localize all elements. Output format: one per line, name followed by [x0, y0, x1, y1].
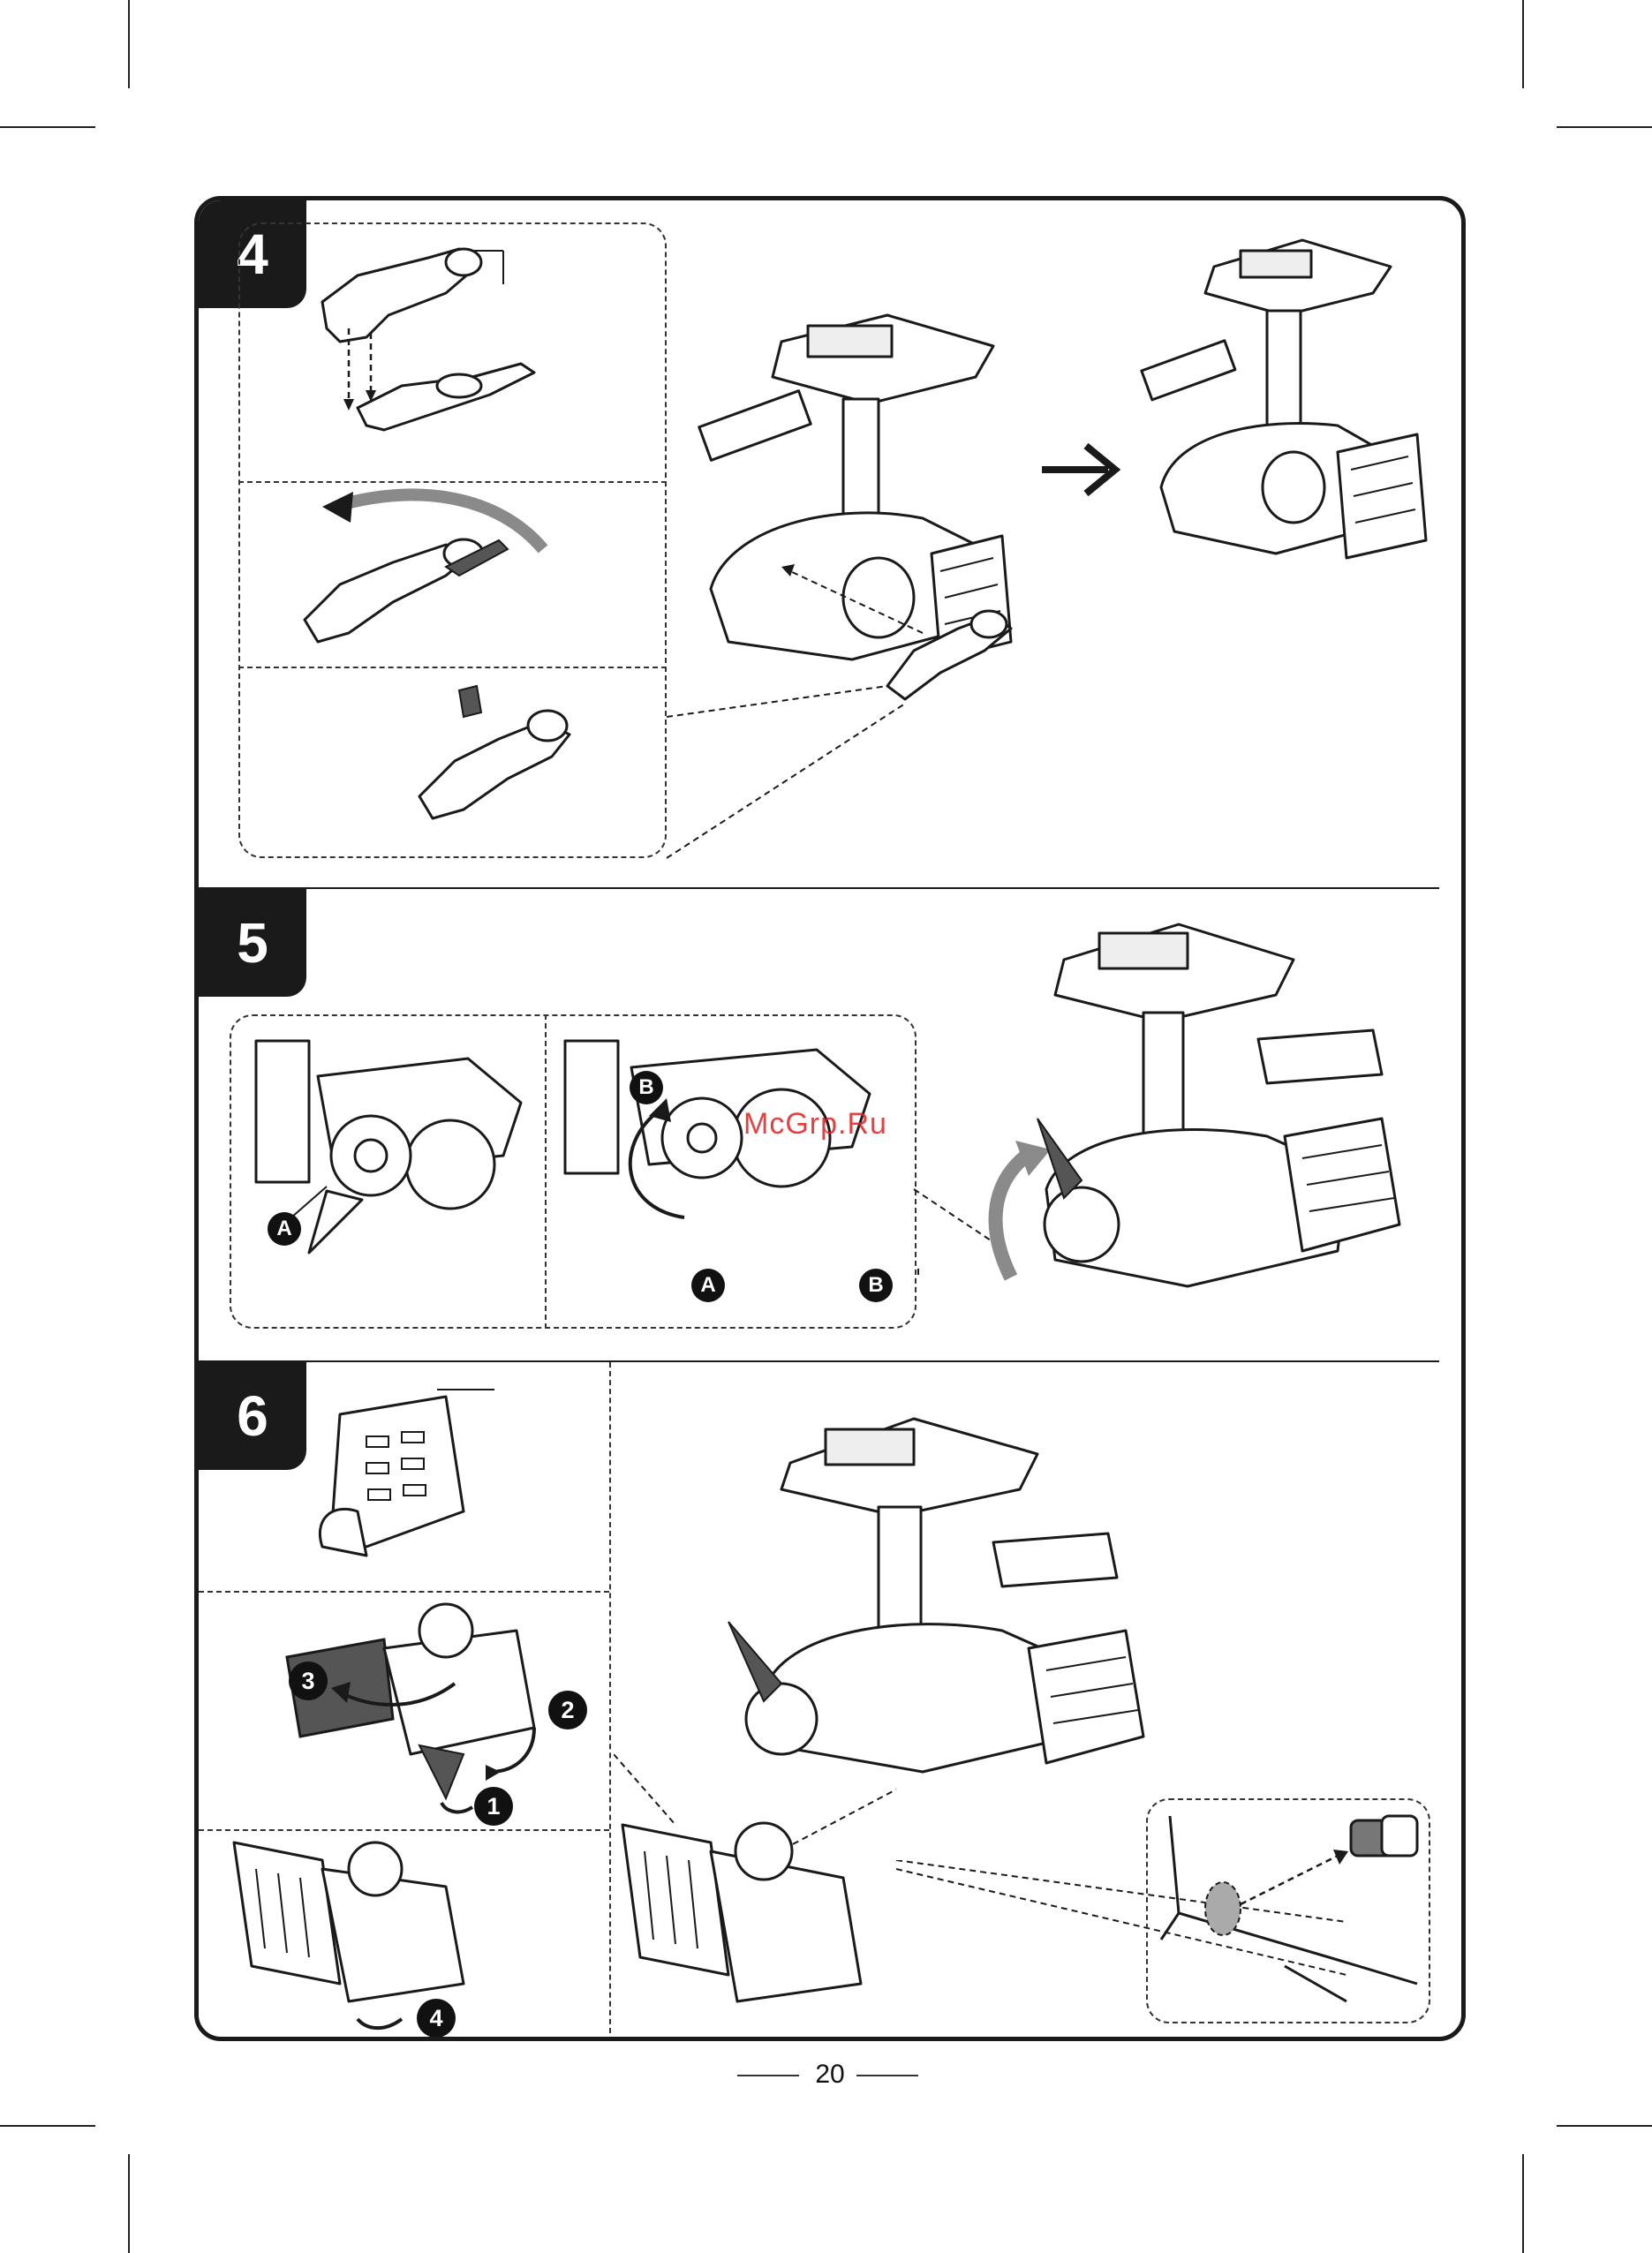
legend-marker-a: A — [691, 1269, 725, 1302]
marker-4: 4 — [417, 1999, 456, 2038]
footer-rule-left — [737, 2075, 799, 2076]
marker-a: A — [268, 1212, 301, 1246]
section-divider — [199, 887, 1439, 889]
robot-step5 — [967, 907, 1435, 1348]
loose-leg-part — [879, 589, 1020, 712]
detail-divider — [238, 667, 667, 668]
foot-part-final — [225, 1834, 499, 2037]
robot-result-step4 — [1135, 231, 1452, 637]
marker-3: 3 — [289, 1661, 328, 1700]
leg-part-exploded — [305, 231, 570, 470]
crop-mark — [1557, 126, 1652, 128]
marker-1: 1 — [474, 1787, 513, 1826]
step-number: 5 — [237, 910, 268, 976]
crop-mark — [128, 2154, 130, 2253]
crop-mark — [1522, 2154, 1524, 2253]
wheel-detail-a — [238, 1023, 539, 1288]
detail-divider — [238, 481, 667, 483]
crop-mark — [0, 126, 95, 128]
step-6-badge: 6 — [199, 1362, 306, 1470]
watermark: McGrp.Ru — [743, 1107, 887, 1142]
peg-zoom-detail — [1152, 1807, 1426, 2015]
section-divider — [199, 1360, 1439, 1362]
step-5-badge: 5 — [199, 889, 306, 997]
rotate-part-illustration — [287, 487, 622, 664]
marker-2: 2 — [548, 1691, 587, 1729]
crop-mark — [1522, 0, 1524, 88]
page-footer: 20 — [0, 2057, 1652, 2092]
footer-rule-right — [856, 2075, 918, 2076]
leg-part-assembled — [411, 673, 614, 849]
detail-divider — [609, 1362, 611, 2041]
crop-mark — [0, 2125, 95, 2127]
detail-divider — [545, 1014, 547, 1329]
crop-mark — [128, 0, 130, 88]
step-number: 6 — [237, 1383, 268, 1449]
crop-mark — [1557, 2125, 1652, 2127]
detail-divider — [199, 1591, 609, 1593]
legend-marker-b: B — [859, 1269, 893, 1302]
marker-b: B — [630, 1071, 663, 1104]
page-number: 20 — [808, 2057, 852, 2092]
detail-divider — [199, 1829, 609, 1831]
result-arrow-icon — [1037, 439, 1126, 501]
foot-part-top — [313, 1370, 543, 1582]
